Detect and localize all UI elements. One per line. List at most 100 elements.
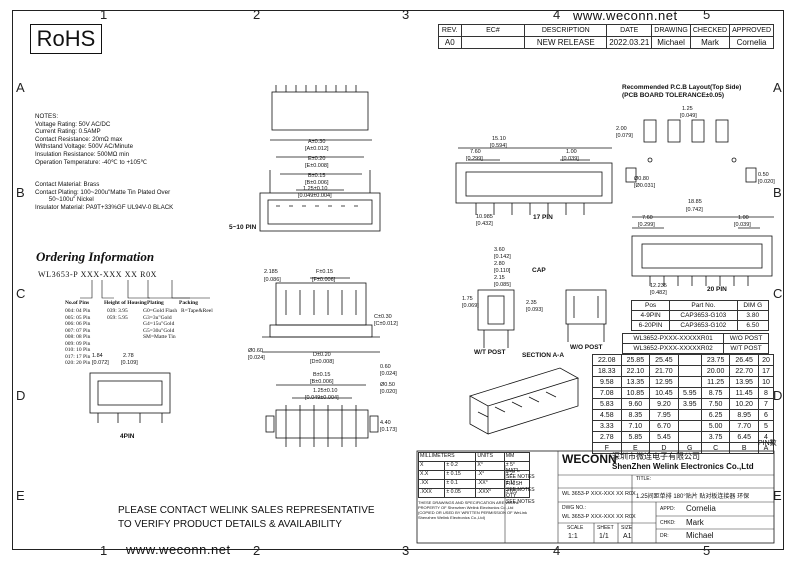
dim-table-cell: 8.95 (729, 409, 759, 421)
company-name-en: ShenZhen Welink Electronics Co.,Ltd (612, 462, 754, 471)
dim-d050: Ø0.50 (380, 382, 395, 388)
dim-p125: 1.25 (682, 106, 693, 112)
dim-w100: 1.00 (566, 149, 577, 155)
tol-millimeters: MILLIMETERS (417, 452, 477, 462)
tol-cell: .XXX (417, 488, 446, 498)
label-section: SECTION A-A (522, 352, 564, 359)
ordering-leaders (80, 280, 210, 299)
website-top[interactable]: www.weconn.net (573, 8, 678, 23)
zone-right-e: E (773, 488, 782, 503)
pin-option: 020: 20 Pin (65, 360, 91, 366)
dim-table-cell: 4.58 (592, 409, 622, 421)
plating-option: G5=30u"Gold (143, 327, 175, 334)
dim-table-cell: 25.85 (620, 354, 651, 366)
note-line: Voltage Rating: 50V AC/DC (35, 120, 111, 128)
dim-table-cell: 22.08 (592, 354, 622, 366)
dim-d050-in: [0.020] (380, 389, 397, 395)
dim-table-cell: 5.45 (649, 431, 679, 443)
website-bottom[interactable]: www.weconn.net (126, 542, 231, 557)
dim-r184: 1.84 (92, 353, 103, 359)
dim-w12235-in: [0.482] (650, 290, 667, 296)
sheet-value: 1/1 (599, 533, 609, 540)
dim-w760b: 7.60 (642, 215, 653, 221)
dim-table-cell: 8.75 (700, 387, 731, 399)
dim-pitch2: 1.25±0.10 (313, 388, 337, 394)
pin-count-label: PIN数 (758, 440, 777, 447)
pin-option: 005: 05 Pin (65, 314, 91, 321)
appd-label: APPD: (660, 506, 676, 512)
label-wt-post: W/T POST (474, 349, 505, 356)
dim-p200-in: [0.079] (616, 133, 633, 139)
zone-left-b: B (16, 185, 25, 200)
dim-w10985: 10.985 (476, 214, 493, 220)
tol-cell: ± 0.05 (444, 488, 477, 498)
dim-table-cell: 7.50 (700, 398, 731, 410)
dim-table-cell: 6.45 (729, 431, 759, 443)
dim-r278-in: [0.109] (121, 360, 138, 366)
pin-option: 004: 04 Pin (65, 308, 91, 314)
dim-table-cell (677, 365, 702, 377)
approved-value: Cornelia (729, 36, 774, 49)
dim-table-cell: 9.58 (592, 376, 622, 388)
plating-option: G0=Gold Flash (143, 308, 178, 314)
dim-table-cell: 6 (757, 409, 775, 421)
dim-table-cell: 10.85 (620, 387, 651, 399)
dim-table-cell: 7.70 (729, 420, 759, 432)
post-cell: W/O POST (723, 333, 769, 344)
chkd-label: CHKD: (660, 520, 676, 526)
dim-table-cell (677, 420, 702, 432)
label-4-pin: 4PIN (120, 433, 135, 440)
zone-right-a: A (773, 80, 782, 95)
dim-s360: 3.60 (494, 247, 505, 253)
note-line: Insulation Resistance: 500MΩ min (35, 150, 130, 158)
drawing-frame (12, 10, 784, 550)
dim-c-in: [C±0.012] (374, 321, 398, 327)
dim-b2-in: [B±0.006] (310, 379, 334, 385)
pin-option: 010: 10 Pin (65, 347, 91, 353)
height-option: 059: 5.95 (107, 314, 128, 321)
pcb-cell: 3.80 (736, 310, 770, 321)
tol-cell: ± 0.2 (444, 461, 477, 471)
dim-table-cell: 12.95 (649, 376, 679, 388)
dim-table-cell (677, 354, 702, 366)
dim-p050-in: [0.020] (758, 179, 775, 185)
dim-table-cell: 20.00 (700, 365, 731, 377)
dim-s280-in: [0.110] (494, 268, 511, 274)
dr-label: DR: (660, 533, 669, 539)
note-line: Contact Material: Brass (35, 181, 100, 189)
checked-value: Mark (689, 36, 731, 49)
dim-s360-in: [0.142] (494, 254, 511, 260)
finish-label: FINISH (506, 480, 523, 487)
dim-w760: 7.60 (470, 149, 481, 155)
dim-table-cell: 17 (757, 365, 775, 377)
pcb-layout-top (625, 119, 757, 183)
tol-units: UNITS (475, 452, 505, 462)
tol-mm: MM (503, 452, 531, 462)
dim-h1-in: [0.086] (264, 277, 281, 283)
dim-table-footer-cell: E (620, 442, 651, 454)
label-17-pin: 17 PIN (533, 214, 553, 221)
dim-table-cell: 3.75 (700, 431, 731, 443)
col-title-height: Height of Housing (104, 300, 147, 306)
contact-line-2: TO VERIFY PRODUCT DETAILS & AVAILABILITY (118, 519, 342, 530)
dim-d-in: [D±0.008] (310, 359, 334, 365)
note-line: Contact Resistance: 20mΩ max (35, 135, 123, 143)
dim-table-cell: 7.95 (649, 409, 679, 421)
dim-s215: 2.15 (494, 275, 505, 281)
title-value: 1.25间距单排 180°贴片 贴对板连接器 环保 (636, 494, 750, 500)
dim-table-cell (677, 409, 702, 421)
dim-table-cell: 3.33 (592, 420, 622, 432)
dim-a: A±0.30 (308, 139, 325, 145)
dim-table-cell: 20 (757, 354, 775, 366)
dim-e: E±0.20 (308, 156, 325, 162)
pcb-cell: 6-20PIN (630, 320, 671, 331)
material-block: MAT'L SEE NOTES FINISH SEE NOTES QTY SEE… (506, 468, 554, 506)
note-line: Withstand Voltage: 500V AC/Minute (35, 143, 134, 151)
dim-d060b-in: [0.024] (380, 371, 397, 377)
rohs-badge: RoHS (30, 24, 102, 54)
col-title-plating: Plating (147, 300, 164, 306)
